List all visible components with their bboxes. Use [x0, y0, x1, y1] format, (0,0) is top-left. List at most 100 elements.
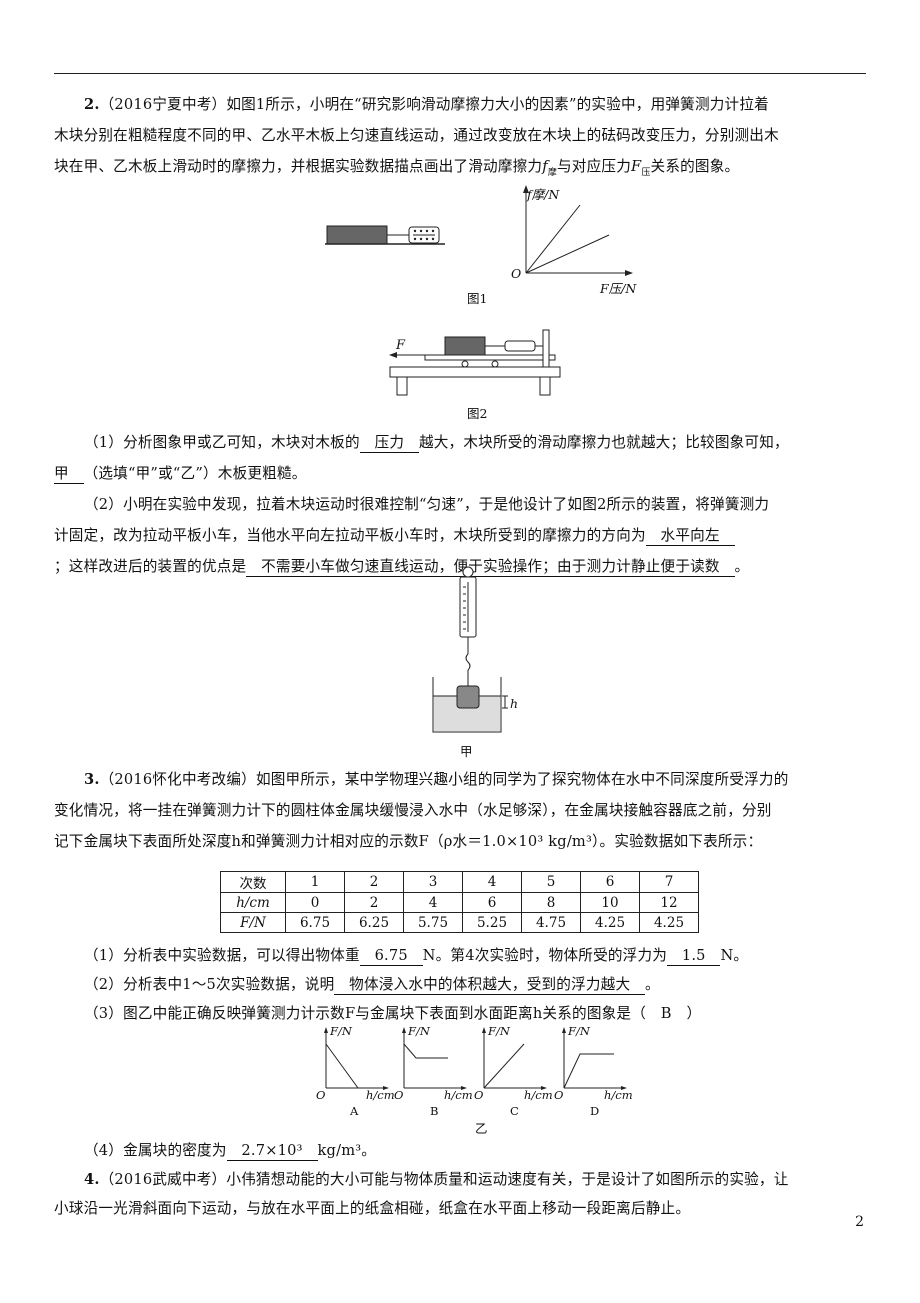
q2-sub2-answer2: 不需要小车做匀速直线运动，便于实验操作；由于测力计静止便于读数: [246, 558, 735, 577]
q3-line3: 记下金属块下表面所处深度h和弹簧测力计相对应的示数F（ρ水＝1.0×10³ kg…: [54, 833, 763, 850]
table-cell: 4.75: [521, 912, 581, 933]
fig-jia-apparatus: [432, 566, 508, 733]
option-d-x-label: h/cm: [604, 1088, 633, 1102]
option-b-y-label: F/N: [408, 1024, 430, 1038]
option-b-x-label: h/cm: [444, 1088, 473, 1102]
F-symbol: F: [631, 158, 642, 175]
q3-number: 3.: [84, 771, 100, 788]
q3-sub1-answer1: 6.75: [359, 947, 423, 966]
F-subscript: 压: [641, 167, 651, 178]
table-cell: 4: [462, 871, 522, 893]
q3-sub1-text-a: （1）分析表中实验数据，可以得出物体重: [84, 947, 360, 964]
option-c-y-label: F/N: [488, 1024, 510, 1038]
option-graph-d: [562, 1027, 627, 1090]
q2-sub1-text-b: 越大，木块所受的滑动摩擦力也就越大；比较图象可知，: [418, 434, 789, 451]
table-cell: 3: [403, 871, 463, 893]
q2-sub2-line1: （2）小明在实验中发现，拉着木块运动时很难控制“匀速”，于是他设计了如图2所示的…: [84, 496, 770, 513]
q3-sub4-answer: 2.7×10³: [226, 1142, 318, 1161]
q3-line2: 变化情况，将一挂在弹簧测力计下的圆柱体金属块缓慢浸入水中（水足够深），在金属块接…: [54, 802, 772, 819]
q2-sub1-answer2: 甲: [54, 465, 84, 484]
q3-sub1-text-c: N。: [720, 947, 749, 964]
q2-sub1-text-a: （1）分析图象甲或乙可知，木块对木板的: [84, 434, 360, 451]
q3-sub2-answer: 物体浸入水中的体积越大，受到的浮力越大: [334, 976, 646, 995]
table-cell: 6.75: [285, 912, 345, 933]
q3-sub1: （1）分析表中实验数据，可以得出物体重 6.75 N。第4次实验时，物体所受的浮…: [54, 940, 896, 971]
f-subscript: 摩: [547, 167, 558, 178]
table-row: 次数 1 2 3 4 5 6 7: [220, 871, 699, 893]
q2-sub2-line2: 计固定，改为拉动平板小车，当他水平向左拉动平板小车时，木块所受到的摩擦力的方向为…: [54, 520, 866, 551]
table-row-label: h/cm: [220, 892, 286, 913]
q3-sub2: （2）分析表中1～5次实验数据，说明 物体浸入水中的体积越大，受到的浮力越大 。: [54, 969, 896, 1000]
fig1-block-scale: [325, 225, 445, 245]
table-cell: 4: [403, 892, 463, 913]
q2-line3: 块在甲、乙木板上滑动时的摩擦力，并根据实验数据描点画出了滑动摩擦力f摩与对应压力…: [54, 151, 866, 189]
option-c-x-label: h/cm: [524, 1088, 553, 1102]
table-cell: 6: [462, 892, 522, 913]
option-graph-a: [324, 1027, 389, 1090]
q2-number: 2.: [84, 96, 100, 113]
table-row: F/N 6.75 6.25 5.75 5.25 4.75 4.25 4.25: [220, 912, 699, 933]
option-graph-b: [402, 1027, 467, 1090]
fig2-apparatus: [389, 329, 561, 396]
q2-sub1-answer1: 压力: [359, 434, 419, 453]
q3-option-graphs: [324, 1027, 627, 1090]
q2-sub1-text-c: （选填“甲”或“乙”）木板更粗糙。: [83, 465, 307, 482]
q3-sub1-answer2: 1.5: [667, 947, 721, 966]
fig-yi-caption: 乙: [475, 1121, 488, 1136]
table-cell: 5.25: [462, 912, 522, 933]
q2-sub1-line2: 甲 （选填“甲”或“乙”）木板更粗糙。: [54, 458, 866, 489]
q4-source: （2016武威中考）: [99, 1171, 227, 1188]
fig1-y-label: f摩/N: [527, 187, 560, 202]
table-cell: 0: [285, 892, 345, 913]
q3-sub4: （4）金属块的密度为 2.7×10³ kg/m³。: [54, 1135, 896, 1166]
f-symbol: f: [542, 158, 548, 175]
option-a-origin: O: [316, 1088, 326, 1102]
q2-sub2-answer1: 水平向左: [645, 527, 735, 546]
fig1-graph: [523, 185, 633, 276]
q2-sub2-text-b: 计固定，改为拉动平板小车，当他水平向左拉动平板小车时，木块所受到的摩擦力的方向为: [54, 527, 646, 544]
q2-line2: 木块分别在粗糙程度不同的甲、乙水平木板上匀速直线运动，通过改变放在木块上的砝码改…: [54, 127, 779, 144]
q2-sub2-text-d: 。: [734, 558, 750, 575]
q2-source: （2016宁夏中考）: [99, 96, 227, 113]
page-number: 2: [855, 1214, 864, 1230]
table-cell: 6.25: [344, 912, 404, 933]
q2-text1: 如图1所示，小明在“研究影响滑动摩擦力大小的因素”的实验中，用弹簧测力计拉着: [226, 96, 769, 113]
table-cell: 5: [521, 871, 581, 893]
q2-sub2-line3: ；这样改进后的装置的优点是 不需要小车做匀速直线运动，便于实验操作；由于测力计静…: [54, 551, 866, 582]
table-cell: 7: [639, 871, 699, 893]
table-row-label: F/N: [220, 912, 286, 933]
q4-number: 4.: [84, 1171, 100, 1188]
fig-jia-h-label: h: [510, 696, 519, 711]
table-cell: 8: [521, 892, 581, 913]
option-d-origin: O: [554, 1088, 564, 1102]
q2-sub2-text-c: ；这样改进后的装置的优点是: [54, 558, 247, 575]
table-cell: 4.25: [580, 912, 640, 933]
option-d-label: D: [590, 1104, 600, 1118]
option-c-label: C: [510, 1104, 519, 1118]
q3-sub2-text-b: 。: [645, 976, 660, 993]
option-d-y-label: F/N: [568, 1024, 590, 1038]
q3-line1: 3.（2016怀化中考改编）如图甲所示，某中学物理兴趣小组的同学为了探究物体在水…: [54, 764, 896, 795]
fig-jia-caption: 甲: [460, 744, 473, 759]
option-graph-c: [482, 1027, 547, 1090]
table-cell: 12: [639, 892, 699, 913]
fig1-x-label: F压/N: [600, 281, 637, 296]
q2-line1: 2.（2016宁夏中考）如图1所示，小明在“研究影响滑动摩擦力大小的因素”的实验…: [54, 89, 896, 120]
fig1-origin: O: [511, 266, 522, 281]
q4-line2: 小球沿一光滑斜面向下运动，与放在水平面上的纸盒相碰，纸盒在水平面上移动一段距离后…: [54, 1200, 691, 1217]
table-row: h/cm 0 2 4 6 8 10 12: [220, 892, 699, 913]
q2-text3b: 与对应压力: [557, 158, 631, 175]
q2-text3c: 关系的图象。: [650, 158, 740, 175]
header-rule: [54, 73, 866, 74]
table-cell: 1: [285, 871, 345, 893]
q3-sub4-text-b: kg/m³。: [317, 1142, 377, 1159]
fig2-caption: 图2: [467, 406, 488, 421]
table-cell: 5.75: [403, 912, 463, 933]
q3-sub3: （3）图乙中能正确反映弹簧测力计示数F与金属块下表面到水面距离h关系的图象是（ …: [84, 1005, 702, 1022]
q3-sub2-text-a: （2）分析表中1～5次实验数据，说明: [84, 976, 335, 993]
option-a-x-label: h/cm: [366, 1088, 395, 1102]
option-b-origin: O: [394, 1088, 404, 1102]
fig1-caption: 图1: [467, 291, 488, 306]
table-cell: 10: [580, 892, 640, 913]
